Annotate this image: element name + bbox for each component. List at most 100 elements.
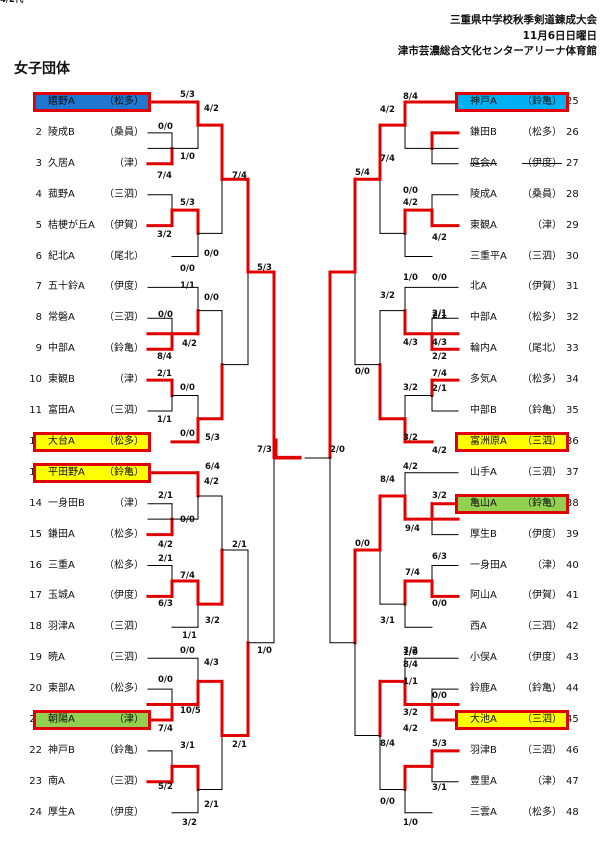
match-score: 8/4 [403,660,418,670]
team-region: （伊賀） [522,590,562,602]
match-score: 1/0 [403,648,418,658]
team-name: 羽津A [48,621,75,633]
team-name: 神戸A [470,96,497,107]
match-score: 4/3 [403,338,418,348]
team-entry: 三重A（松多） [36,559,148,573]
team-entry: 暁A（三泗） [36,651,148,665]
match-score: 7/4 [405,568,420,578]
match-score: 0/0 [355,367,370,377]
team-region: （桑員） [104,126,144,138]
match-score: 8/4 [403,92,418,102]
match-score: 4/2 [403,462,418,472]
team-name: 北A [470,281,487,293]
team-entry: 鎌田A（松多） [36,528,148,542]
team-region: （鈴亀） [522,683,562,695]
match-score: 0/0 [432,691,447,701]
team-region: （伊賀） [104,219,144,231]
team-entry: 南A（三泗） [36,775,148,789]
seed-number: 48 [566,806,579,818]
match-score: 4/2 [432,233,447,243]
team-region: （三泗） [522,714,562,725]
seed-number: 40 [566,559,579,571]
match-score: 7/3 [257,445,272,455]
team-name: 常磐A [48,312,75,324]
team-name: 平田野A [48,466,85,478]
team-entry: 中部A（松多） [458,311,566,325]
team-name: 厚生B [470,528,497,540]
team-entry: 厚生B（伊度） [458,528,566,542]
team-entry: 庭会A（伊度） [458,157,566,171]
team-entry: 西A（三泗） [458,620,566,634]
team-region: （津） [532,775,562,787]
team-entry: 豊里A （津） [458,775,566,789]
team-region: （松多） [522,312,562,324]
match-score: 3/2 [432,491,447,501]
seed-number: 11 [29,405,42,416]
match-score: 8/4 [380,739,395,749]
team-entry: 富田A（三泗） [36,404,148,418]
seed-number: 31 [566,281,579,293]
match-score: 7/4 [232,171,247,181]
seed-number: 18 [29,621,42,633]
match-score: 1/0 [403,273,418,283]
seed-number: 10 [29,374,42,386]
match-score: 0/0 [432,273,447,283]
match-score: 7/4 [180,571,195,581]
team-region: （鈴亀） [104,744,144,756]
team-entry: 久居A（津） [36,157,148,171]
team-entry: 大池A（三泗） [455,710,569,730]
team-name: 亀山A [470,497,497,509]
team-entry: 北A（伊賀） [458,280,566,294]
match-score: 0/0 [158,122,173,132]
match-score: 4/2 [432,446,447,456]
team-entry: 桔梗が丘A（伊賀） [36,219,148,233]
seed-number: 36 [566,435,579,447]
team-entry: 紀北A（尾北） [36,250,148,264]
match-score: 4/2 [403,198,418,208]
seed-number: 28 [566,188,579,200]
match-score: 2/2 [432,352,447,362]
team-region: （松多） [522,374,562,386]
team-name: 菰野A [48,188,75,200]
seed-number: 7 [35,281,42,293]
seed-number: 23 [29,775,42,787]
team-region: （伊度） [104,590,144,602]
team-name: 一身田B [48,497,85,509]
seed-number: 46 [566,744,579,756]
match-score: 2/1 [157,369,172,379]
match-score: 0/0 [180,383,195,393]
team-region: （伊度） [522,652,562,664]
match-score: 0/0 [380,797,395,807]
team-region: （三泗） [522,466,562,478]
team-name: 豊里A [470,775,497,787]
seed-number: 15 [29,528,42,540]
match-score: 1/0 [403,818,418,828]
team-region: （伊度） [522,157,562,169]
team-region: （津） [114,714,144,725]
match-score: 1/1 [180,281,195,291]
seed-number: 29 [566,219,579,231]
team-name: 一身田A [470,559,507,571]
seed-number: 44 [566,683,579,695]
team-region: （津） [114,374,144,386]
seed-number: 35 [566,405,579,416]
match-score: 3/1 [380,616,395,626]
team-entry: 小俣A（伊度） [458,651,566,665]
team-region: （三泗） [522,744,562,756]
seed-number: 8 [35,312,42,324]
team-region: （津） [114,497,144,509]
seed-number: 27 [566,157,579,169]
team-entry: 鎌田B（松多） [458,126,566,140]
team-name: 多気A [470,374,497,386]
match-score: 5/3 [205,433,220,443]
seed-number: 47 [566,775,579,787]
team-name: 西A [470,621,487,633]
team-region: （三泗） [522,435,562,447]
team-name: 羽津B [470,744,497,756]
team-region: （三泗） [104,652,144,664]
seed-number: 20 [29,683,42,695]
match-score: 4/2 [380,105,395,115]
team-region: （三泗） [522,250,562,262]
match-score: 0/0 [180,646,195,656]
team-name: 朝陽A [48,714,75,725]
